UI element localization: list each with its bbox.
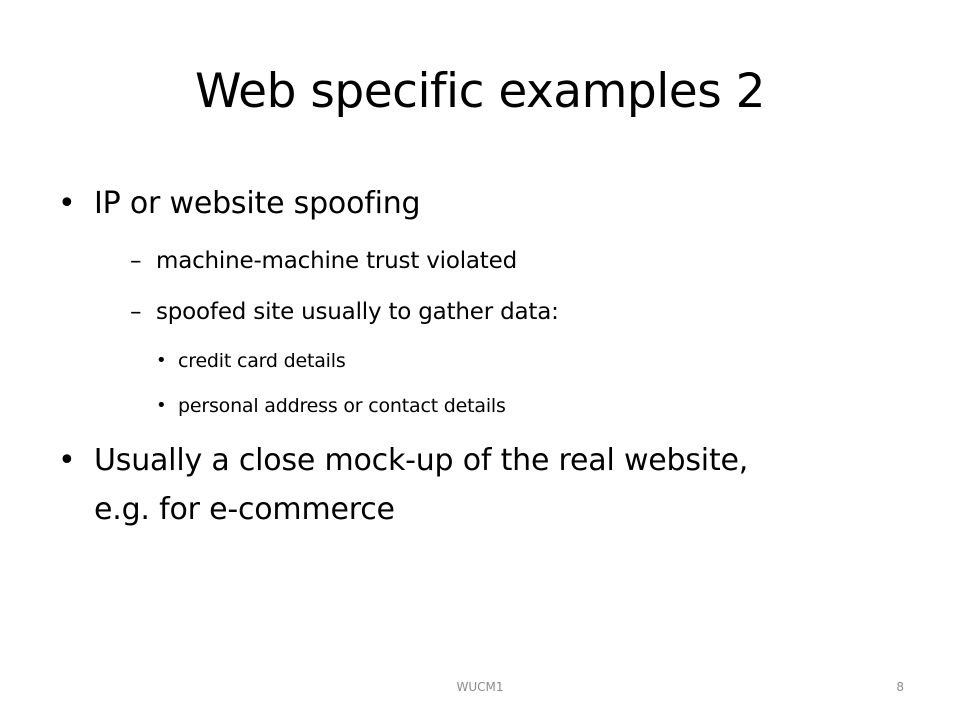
bullet-marker: • <box>58 443 76 478</box>
sub-sub-bullet-text: personal address or contact details <box>178 395 506 417</box>
bullet-text-line: e.g. for e-commerce <box>94 492 395 527</box>
bullet-marker: • <box>156 395 167 416</box>
bullet-text-line: Usually a close mock-up of the real webs… <box>94 443 749 478</box>
sub-bullet-text: spoofed site usually to gather data: <box>156 299 559 325</box>
bullet-marker: • <box>58 186 76 221</box>
slide-title: Web specific examples 2 <box>194 64 766 119</box>
bullet-text: IP or website spoofing <box>94 186 421 221</box>
dash-marker: – <box>130 299 142 325</box>
dash-marker: – <box>130 248 142 274</box>
footer-label: WUCM1 <box>456 680 504 694</box>
bullet-marker: • <box>156 350 167 371</box>
page-number: 8 <box>896 680 904 694</box>
sub-sub-bullet-text: credit card details <box>178 350 346 372</box>
sub-bullet-text: machine-machine trust violated <box>156 248 517 274</box>
